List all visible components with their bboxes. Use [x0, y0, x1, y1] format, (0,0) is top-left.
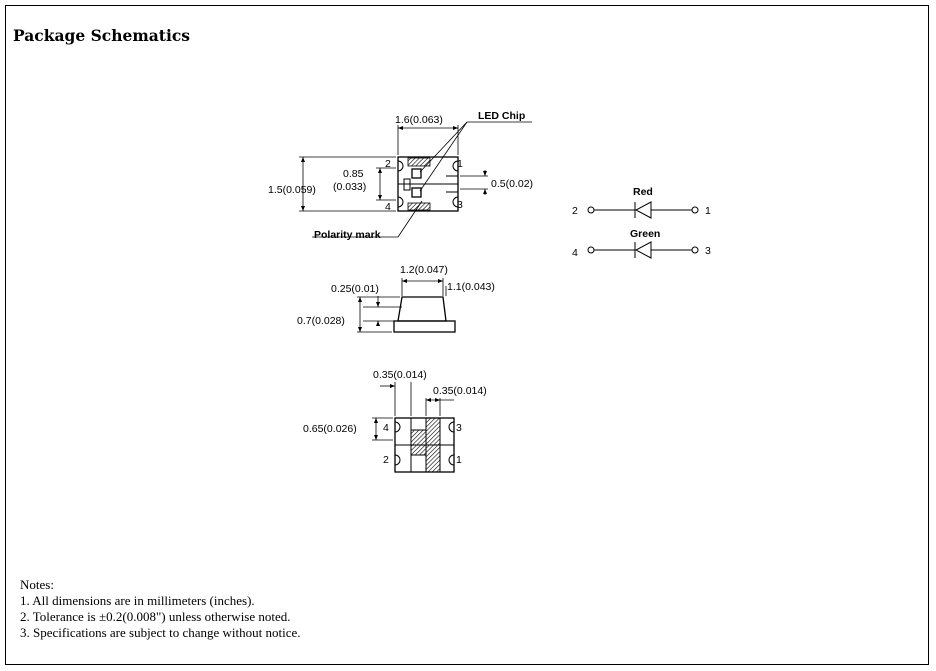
page-title: Package Schematics — [13, 26, 191, 45]
circuit-pin-3: 3 — [705, 245, 711, 257]
page-frame — [5, 5, 929, 665]
pin1-notch — [452, 160, 459, 172]
chip-spacing-label-1: 0.85 — [343, 168, 364, 180]
pin4-notch — [397, 196, 404, 208]
bottom-right-label: 0.35(0.014) — [433, 385, 487, 397]
note-item-2: 2. Tolerance is ±0.2(0.008") unless othe… — [20, 609, 291, 624]
bottom-pin-2: 2 — [383, 454, 389, 466]
bottom-pin-3: 3 — [456, 422, 462, 434]
top-pin-2: 2 — [385, 158, 391, 170]
circuit-symbols: Red 2 1 Green 4 3 — [572, 186, 711, 259]
bottom-pin-4: 4 — [383, 422, 389, 434]
circuit-pin-1: 1 — [705, 205, 711, 217]
bottom-left-label: 0.35(0.014) — [373, 369, 427, 381]
side-height-label: 0.7(0.028) — [297, 315, 345, 327]
circuit-pin-4: 4 — [572, 247, 578, 259]
top-pin-4: 4 — [385, 201, 391, 213]
bottom-height-label: 0.65(0.026) — [303, 423, 357, 435]
bottom-view: 0.35(0.014) 0.35(0.014) 0.65(0.026) 4 2 … — [303, 369, 487, 473]
bottom-center-pad — [425, 417, 441, 473]
note-item-3: 3. Specifications are subject to change … — [20, 625, 301, 640]
pad-size-label: 0.5(0.02) — [491, 178, 533, 190]
polarity-mark-label: Polarity mark — [314, 229, 381, 241]
top-pad-hatch — [407, 157, 431, 167]
side-top-label: 1.2(0.047) — [400, 264, 448, 276]
bottom-pin-1: 1 — [456, 454, 462, 466]
side-lens — [397, 296, 447, 322]
led-chip-1 — [411, 168, 422, 179]
red-label: Red — [633, 186, 653, 198]
chip-spacing-label-2: (0.033) — [333, 181, 366, 193]
top-width-label: 1.6(0.063) — [395, 114, 443, 126]
led-chip-label: LED Chip — [478, 110, 525, 122]
red-diode-icon — [634, 201, 652, 219]
notes-heading: Notes: — [20, 577, 54, 592]
top-pin-3: 3 — [457, 199, 463, 211]
bottom-left-pad — [410, 429, 427, 456]
pin3-notch — [452, 196, 459, 208]
led-chip-2 — [411, 187, 422, 198]
top-pin-1: 1 — [457, 158, 463, 170]
side-base-label: 1.1(0.043) — [447, 281, 495, 293]
green-label: Green — [630, 228, 660, 240]
notes-section: Notes: 1. All dimensions are in millimet… — [20, 577, 301, 641]
side-base — [393, 320, 456, 333]
note-item-1: 1. All dimensions are in millimeters (in… — [20, 593, 255, 608]
pin2-notch — [397, 160, 404, 172]
circuit-pin-2: 2 — [572, 205, 578, 217]
top-view: 1.6(0.063) LED Chip 1.5(0.059) 0.85 (0.0… — [268, 110, 533, 241]
bottom-pad-hatch — [407, 202, 431, 211]
side-step-label: 0.25(0.01) — [331, 283, 379, 295]
top-height-label: 1.5(0.059) — [268, 184, 316, 196]
side-view: 1.2(0.047) 1.1(0.043) 0.25(0.01) 0.7(0.0… — [297, 264, 495, 333]
green-diode-icon — [634, 241, 652, 259]
